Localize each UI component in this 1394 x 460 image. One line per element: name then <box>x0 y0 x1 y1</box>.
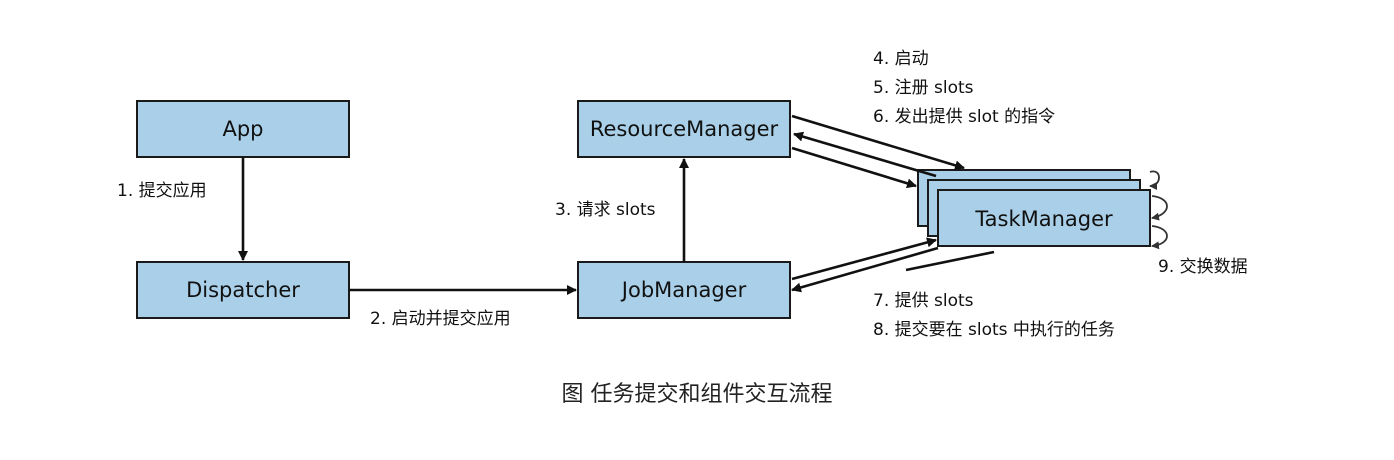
edge-9-label: 9. 交换数据 <box>1158 257 1248 277</box>
edge-jm-to-tm-submit-tasks <box>791 237 937 281</box>
figure-caption: 图 任务提交和组件交互流程 <box>562 382 833 407</box>
jobmanager-label: JobManager <box>620 278 747 302</box>
edge-tm-to-jm-offer-slots <box>791 246 939 293</box>
edge-rm-to-tm-start <box>791 114 965 171</box>
edge-4-label: 4. 启动 <box>873 49 929 69</box>
edge-2-label: 2. 启动并提交应用 <box>370 309 511 329</box>
edge-rm-to-tm-offer <box>791 146 917 189</box>
resourcemanager-node: ResourceManager <box>577 100 791 158</box>
app-node: App <box>136 100 350 158</box>
edge-8-label: 8. 提交要在 slots 中执行的任务 <box>873 320 1115 340</box>
edge-tm-underline <box>905 250 995 272</box>
dispatcher-node: Dispatcher <box>136 261 350 319</box>
jobmanager-node: JobManager <box>577 261 791 319</box>
edge-5-label: 5. 注册 slots <box>873 78 974 98</box>
resourcemanager-label: ResourceManager <box>590 117 779 141</box>
app-label: App <box>222 117 263 141</box>
taskmanager-label: TaskManager <box>974 207 1113 231</box>
edge-1-label: 1. 提交应用 <box>117 181 207 201</box>
edge-tm-to-rm-register <box>793 131 937 178</box>
edge-7-label: 7. 提供 slots <box>873 291 974 311</box>
edge-tm-exchange-data <box>1149 170 1168 250</box>
taskmanager-node: TaskManager <box>917 169 1151 247</box>
taskmanager-stack-front <box>937 189 1151 247</box>
edge-3-label: 3. 请求 slots <box>555 200 656 220</box>
edge-6-label: 6. 发出提供 slot 的指令 <box>873 107 1055 127</box>
dispatcher-label: Dispatcher <box>186 278 300 302</box>
